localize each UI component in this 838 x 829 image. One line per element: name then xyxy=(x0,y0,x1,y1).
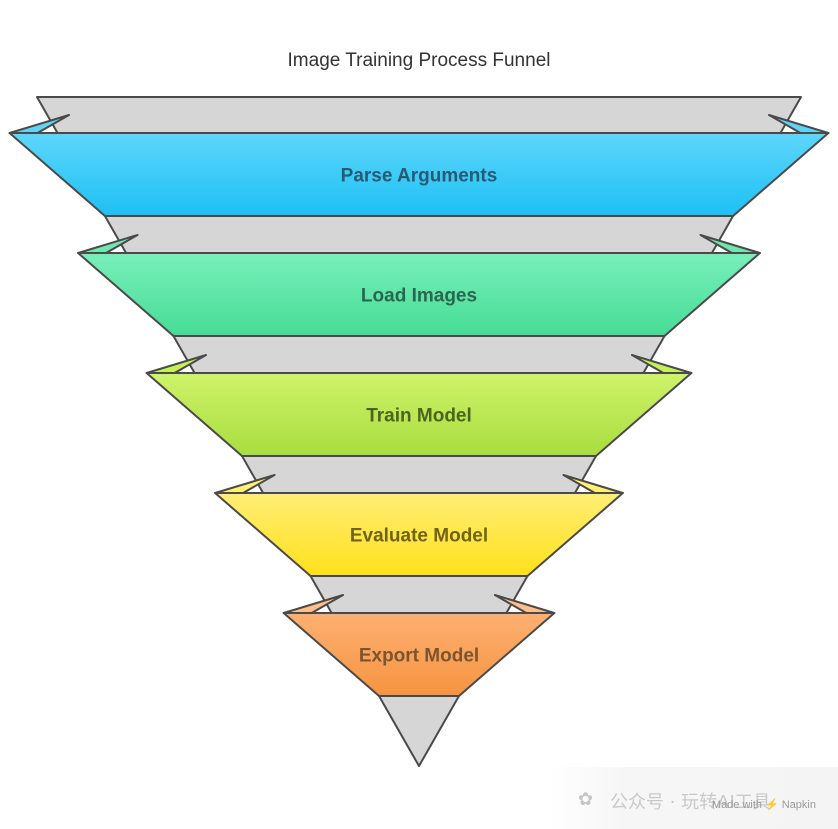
stage-band xyxy=(77,252,761,337)
funnel-stage: Load Images xyxy=(77,234,761,337)
funnel-title: Image Training Process Funnel xyxy=(288,50,551,71)
watermark: ✿ 公众号 · 玩转AI工具 Made with⚡Napkin xyxy=(548,767,838,829)
watermark-text: 公众号 · 玩转AI工具 xyxy=(610,792,771,813)
napkin-brand: Napkin xyxy=(781,799,816,811)
funnel-stage: Export Model xyxy=(282,594,556,697)
stage-label: Evaluate Model xyxy=(350,526,488,547)
stage-label: Train Model xyxy=(366,406,472,427)
made-with-label: Made with xyxy=(711,799,763,811)
stage-band xyxy=(282,612,556,697)
wechat-icon: ✿ xyxy=(578,789,594,809)
stage-label: Load Images xyxy=(361,286,477,307)
stage-band xyxy=(214,492,624,577)
stage-band xyxy=(145,372,693,457)
funnel-stage: Parse Arguments xyxy=(8,114,830,217)
stage-label: Parse Arguments xyxy=(341,166,498,187)
stage-label: Export Model xyxy=(359,646,479,667)
stage-band xyxy=(8,132,830,217)
napkin-icon: ⚡ xyxy=(765,799,779,811)
funnel-stage: Evaluate Model xyxy=(214,474,624,577)
made-with-napkin: Made with⚡Napkin xyxy=(712,798,816,811)
funnel-stage: Train Model xyxy=(145,354,693,457)
